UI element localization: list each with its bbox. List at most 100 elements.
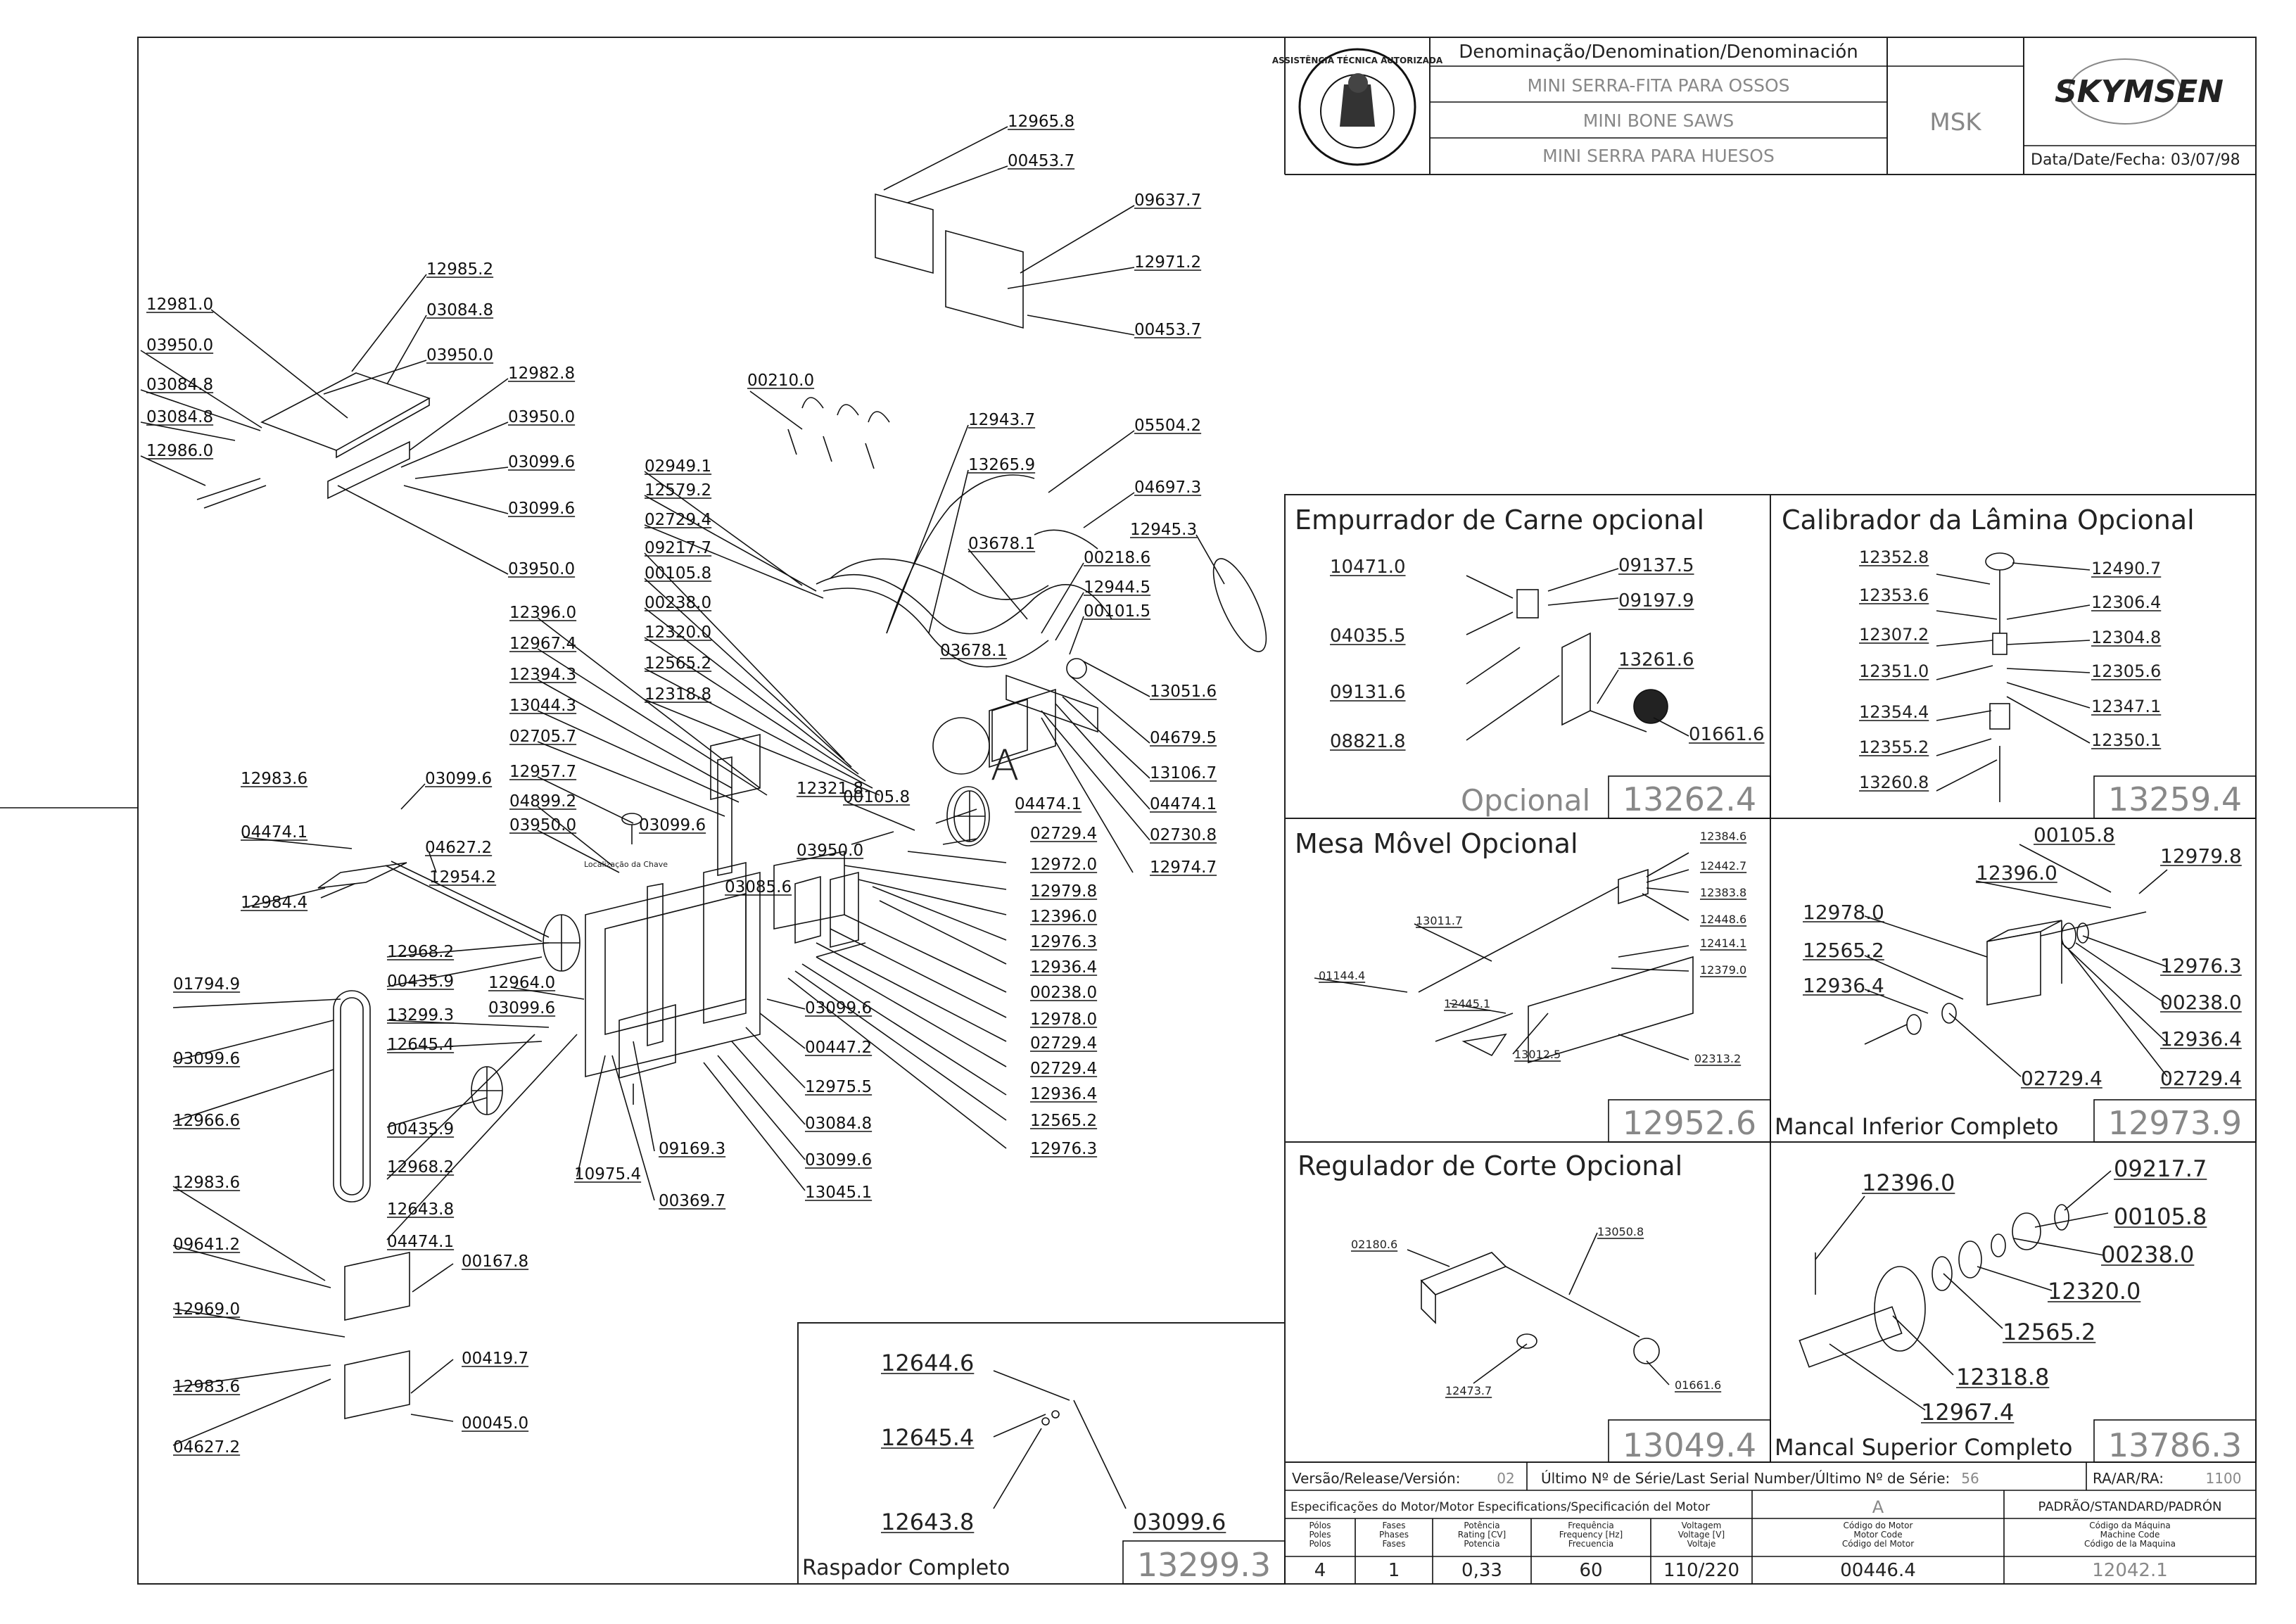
table-rail-shape <box>327 440 410 500</box>
part-label-p10975_4: 10975.4 <box>574 1165 641 1184</box>
part-label-p00210_0: 00210.0 <box>747 372 814 390</box>
part-label-p12972_0: 12972.0 <box>1030 856 1097 874</box>
calibrador-drawing <box>1936 552 2091 802</box>
part-label-p04899_2: 04899.2 <box>509 792 576 811</box>
empurrador-drawing <box>1466 568 1689 741</box>
lower-guard-shape <box>945 229 1024 329</box>
mancal-sup-part-2: 00105.8 <box>2114 1203 2207 1230</box>
part-label-p03950_0f: 03950.0 <box>797 842 863 860</box>
part-label-p12983_6a: 12983.6 <box>241 770 307 788</box>
calibrador-code: 13259.4 <box>2108 780 2242 818</box>
part-label-p12975_5: 12975.5 <box>805 1078 872 1096</box>
part-label-p12945_3: 12945.3 <box>1130 521 1197 539</box>
part-label-p03950_0b: 03950.0 <box>426 346 493 364</box>
part-label-p01794_9: 01794.9 <box>173 975 240 994</box>
part-label-p00238_0a: 00238.0 <box>645 594 711 612</box>
part-label-p12321_8: 12321.8 <box>797 780 863 798</box>
part-label-p04474_1c: 04474.1 <box>241 823 307 842</box>
part-label-p03084_8a: 03084.8 <box>426 301 493 319</box>
calibrador-part-4: 12307.2 <box>1859 625 1929 645</box>
freq-value: 60 <box>1579 1560 1602 1581</box>
part-label-p12320_0: 12320.0 <box>645 623 711 642</box>
mancal-inf-title: Mancal Inferior Completo <box>1775 1113 2059 1140</box>
mesa-part-6: 12379.0 <box>1700 963 1746 977</box>
calibrador-part-7: 12305.6 <box>2091 661 2161 681</box>
denomination-header: Denominação/Denomination/Denominación <box>1459 42 1858 63</box>
drawing-date: Data/Date/Fecha: 03/07/98 <box>2031 151 2240 169</box>
name-es: MINI SERRA PARA HUESOS <box>1542 146 1775 166</box>
part-label-p12565_2a: 12565.2 <box>645 654 711 673</box>
mesa-part-8: 12445.1 <box>1444 997 1490 1010</box>
part-label-p13045_1: 13045.1 <box>805 1184 872 1202</box>
cutting-guide-shape <box>1420 1252 1507 1295</box>
ra-label: RA/AR/RA: <box>2093 1470 2164 1487</box>
part-label-p12986_0: 12986.0 <box>146 442 213 460</box>
part-label-p12943_7: 12943.7 <box>968 411 1035 429</box>
part-label-p02729_4d: 02729.4 <box>1030 1060 1097 1078</box>
mancal-inf-part-0: 00105.8 <box>2034 823 2115 846</box>
caliper-knob-shape <box>1985 552 2015 571</box>
stamp-text: ASSISTÊNCIA TÉCNICA AUTORIZADA <box>1272 55 1443 65</box>
empurrador-part-2: 09197.9 <box>1618 590 1694 611</box>
part-label-p12983_6c: 12983.6 <box>173 1378 240 1396</box>
poles-value: 4 <box>1314 1560 1326 1581</box>
part-label-p02730_8: 02730.8 <box>1150 826 1217 844</box>
empurrador-part-7: 08821.8 <box>1330 731 1406 752</box>
calibrador-part-10: 12350.1 <box>2091 730 2161 750</box>
part-label-p00167_8: 00167.8 <box>462 1252 528 1271</box>
part-label-p04474_1b: 04474.1 <box>1015 795 1082 813</box>
mancal-sup-title: Mancal Superior Completo <box>1775 1434 2072 1461</box>
empurrador-part-4: 13261.6 <box>1618 649 1694 671</box>
part-label-p12396_0a: 12396.0 <box>509 604 576 622</box>
part-label-p12954_2: 12954.2 <box>429 868 496 887</box>
raspador-part-2: 12643.8 <box>881 1509 974 1535</box>
part-label-p12396_0b: 12396.0 <box>1030 908 1097 926</box>
part-label-p00045_0: 00045.0 <box>462 1414 528 1433</box>
serial-label: Último Nº de Série/Last Serial Number/Úl… <box>1541 1470 1950 1487</box>
part-label-p03099_6c: 03099.6 <box>639 816 706 835</box>
regulador-drawing <box>1407 1232 1670 1385</box>
part-label-p12643_8: 12643.8 <box>387 1200 454 1219</box>
empurrador-code: 13262.4 <box>1623 780 1756 818</box>
part-label-p12969_0: 12969.0 <box>173 1300 240 1319</box>
calibrador-part-1: 12490.7 <box>2091 559 2161 578</box>
view-letter-a: A <box>990 741 1019 790</box>
capacitor-box-shape <box>344 1350 410 1419</box>
regulador-title: Regulador de Corte Opcional <box>1298 1150 1682 1181</box>
name-pt: MINI SERRA-FITA PARA OSSOS <box>1527 75 1789 96</box>
brand-name: SKYMSEN <box>2055 74 2224 110</box>
part-label-p12579_2: 12579.2 <box>645 481 711 500</box>
part-label-p13051_6: 13051.6 <box>1150 683 1217 701</box>
raspador-panel-frame <box>797 1322 1286 1585</box>
mancal-inf-part-2: 12396.0 <box>1976 861 2057 884</box>
part-label-p03099_6d: 03099.6 <box>425 770 492 788</box>
phases-value: 1 <box>1388 1560 1400 1581</box>
mesa-part-10: 02313.2 <box>1694 1052 1741 1065</box>
mancal-sup-part-0: 12396.0 <box>1862 1169 1955 1196</box>
part-label-p00238_0b: 00238.0 <box>1030 984 1097 1002</box>
mesa-part-7: 01144.4 <box>1319 969 1365 982</box>
part-label-p00369_7: 00369.7 <box>659 1192 725 1210</box>
part-label-p03678_1a: 03678.1 <box>968 535 1035 553</box>
part-label-p12966_6: 12966.6 <box>173 1112 240 1130</box>
name-en: MINI BONE SAWS <box>1583 110 1734 131</box>
part-label-p12976_3b: 12976.3 <box>1030 1140 1097 1158</box>
raspador-title: Raspador Completo <box>802 1556 1010 1580</box>
empurrador-part-3: 04035.5 <box>1330 626 1406 647</box>
part-label-p13044_3: 13044.3 <box>509 697 576 715</box>
part-label-p12936_4a: 12936.4 <box>1030 958 1097 977</box>
part-label-p00435_9a: 00435.9 <box>387 972 454 991</box>
part-label-p12967_4: 12967.4 <box>509 635 576 653</box>
part-label-p00105_8b: 00105.8 <box>843 788 910 806</box>
part-label-p12981_0: 12981.0 <box>146 296 213 314</box>
part-label-p02949_1: 02949.1 <box>645 457 711 476</box>
part-label-p03099_6f: 03099.6 <box>805 999 872 1017</box>
part-label-p03099_6b: 03099.6 <box>508 500 575 518</box>
part-label-p03950_0a: 03950.0 <box>146 336 213 355</box>
power-value: 0,33 <box>1461 1560 1502 1581</box>
mancal-inf-code: 12973.9 <box>2108 1104 2242 1142</box>
footer-table: Versão/Release/Versión: 02 Último Nº de … <box>1285 1462 2256 1584</box>
mancal-inf-part-10: 02729.4 <box>2160 1067 2242 1090</box>
regulador-part-3: 01661.6 <box>1675 1378 1721 1392</box>
